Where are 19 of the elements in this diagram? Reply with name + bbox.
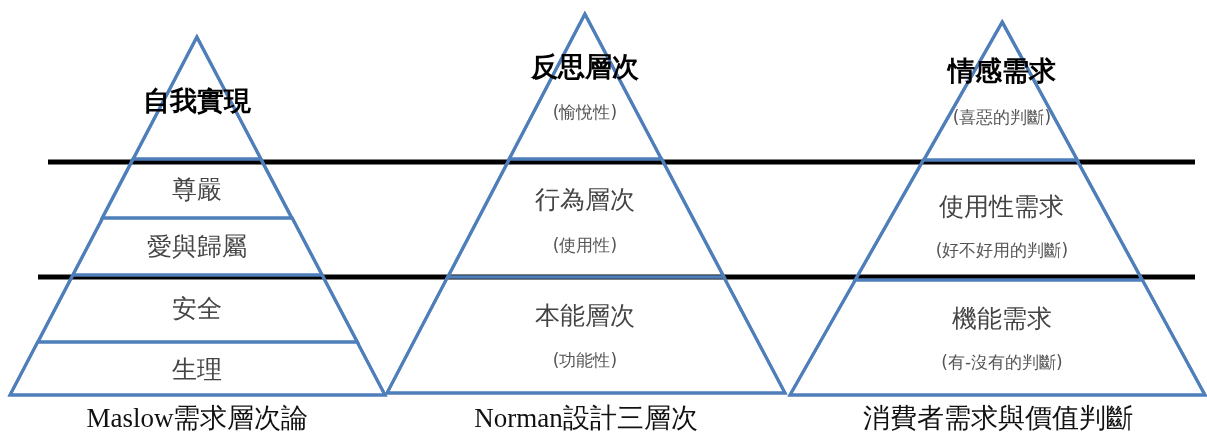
layer-title: 尊嚴: [172, 176, 222, 202]
layer-title: 反思層次: [531, 52, 639, 80]
layer-title: 生理: [172, 356, 222, 382]
layer-note: (好不好用的判斷): [935, 241, 1069, 259]
layer-note: (喜惡的判斷): [952, 108, 1052, 126]
layer-title: 行為層次: [535, 186, 635, 212]
layer-title: 使用性需求: [939, 193, 1065, 219]
layer-note: (有-沒有的判斷): [941, 353, 1063, 371]
layer-title: 機能需求: [952, 305, 1052, 331]
pyramid-caption: 消費者需求與價值判斷: [862, 404, 1133, 432]
layer-title: 情感需求: [948, 56, 1056, 84]
layer-title: 愛與歸屬: [147, 233, 247, 259]
layer-note: (使用性): [552, 236, 618, 254]
layer-note: (功能性): [552, 351, 618, 369]
layer-title: 安全: [172, 295, 222, 321]
pyramid-caption: Norman設計三層次: [474, 404, 698, 432]
pyramid-caption: Maslow需求層次論: [86, 404, 309, 432]
layer-note: (愉悅性): [552, 103, 618, 121]
layer-title: 本能層次: [535, 302, 635, 328]
